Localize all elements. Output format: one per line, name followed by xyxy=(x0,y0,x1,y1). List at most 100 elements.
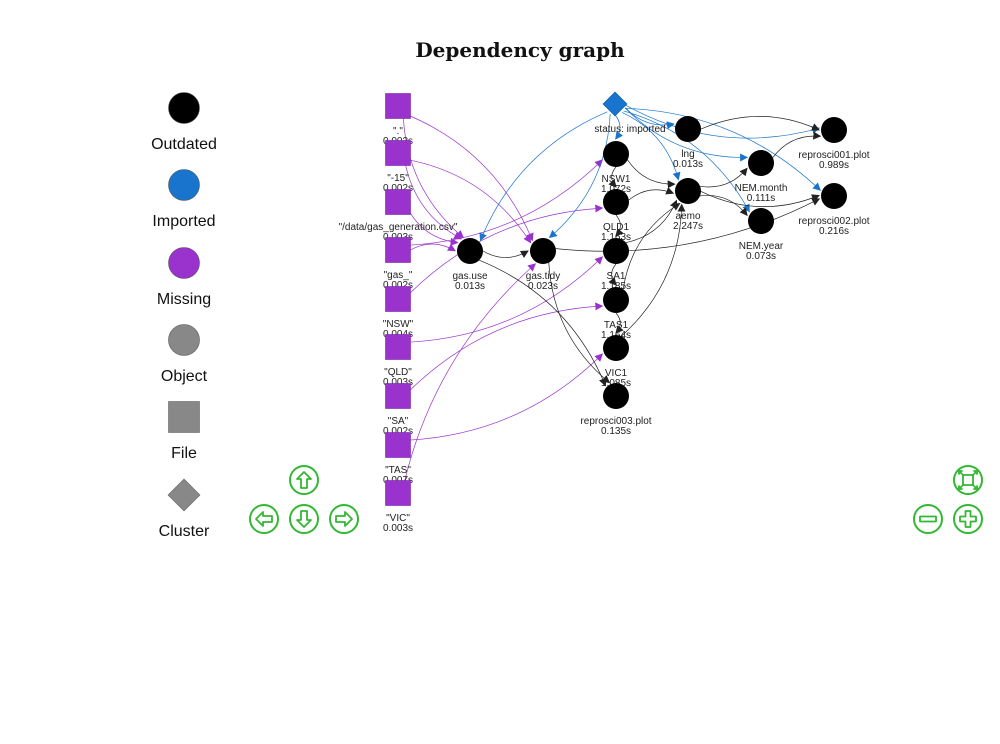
edge-dot-to-gastidy xyxy=(406,114,534,242)
node-label: "." xyxy=(393,126,403,137)
arrow-up-icon xyxy=(296,471,312,489)
node-qld_s[interactable]: "QLD"0.003s xyxy=(383,334,413,389)
nav-button-down[interactable] xyxy=(289,504,319,534)
nav-button-zoom-in[interactable] xyxy=(953,504,983,534)
node-square[interactable] xyxy=(385,480,411,506)
node-circle[interactable] xyxy=(457,238,483,264)
node-cluster[interactable]: status: imported xyxy=(594,91,666,135)
edge-qld1-to-aemo xyxy=(628,187,675,201)
node-square[interactable] xyxy=(385,189,411,215)
page-title: Dependency graph xyxy=(415,38,625,62)
node-circle[interactable] xyxy=(675,178,701,204)
node-gas_[interactable]: "gas_"0.002s xyxy=(383,237,413,292)
edge-gas_-to-gasuse xyxy=(409,243,456,252)
node-vic_s[interactable]: "VIC"0.003s xyxy=(383,480,413,535)
node-time: 0.135s xyxy=(601,426,631,437)
nav-button-right[interactable] xyxy=(329,504,359,534)
nav-button-ring[interactable] xyxy=(289,504,319,534)
node-diamond[interactable] xyxy=(602,91,628,117)
node-label: NEM.month xyxy=(735,183,788,194)
nav-button-up[interactable] xyxy=(289,465,319,495)
legend-item-object: Object xyxy=(161,324,208,385)
edge-m15-to-gasuse xyxy=(404,162,462,240)
node-circle[interactable] xyxy=(530,238,556,264)
legend-label: Missing xyxy=(157,291,211,308)
node-label: VIC1 xyxy=(605,368,628,379)
node-circle[interactable] xyxy=(603,189,629,215)
node-label: TAS1 xyxy=(604,320,629,331)
node-square[interactable] xyxy=(385,432,411,458)
legend-item-imported: Imported xyxy=(152,169,216,230)
node-square[interactable] xyxy=(385,334,411,360)
node-tas1[interactable]: TAS11.164s xyxy=(601,287,631,341)
node-label: "QLD" xyxy=(384,367,412,378)
edge-nsw_s-to-qld1 xyxy=(408,204,604,295)
navigation-controls[interactable] xyxy=(249,465,983,534)
legend-diamond xyxy=(167,478,201,512)
node-time: 0.073s xyxy=(746,251,776,262)
node-dot[interactable]: "."0.002s xyxy=(383,93,413,148)
node-nsw1[interactable]: NSW11.072s xyxy=(601,141,631,195)
node-square[interactable] xyxy=(385,237,411,263)
node-tas_s[interactable]: "TAS"0.007s xyxy=(383,432,413,487)
edge-gasuse-to-gastidy xyxy=(482,250,529,258)
nav-button-ring[interactable] xyxy=(953,504,983,534)
node-circle[interactable] xyxy=(603,141,629,167)
nav-button-fit[interactable] xyxy=(953,465,983,495)
node-sa_s[interactable]: "SA"0.002s xyxy=(383,383,413,438)
edge-cluster-to-nemyear xyxy=(623,110,750,213)
node-square[interactable] xyxy=(385,93,411,119)
node-vic1[interactable]: VIC11.085s xyxy=(601,335,631,389)
nav-button-ring[interactable] xyxy=(329,504,359,534)
edge-gastidy-to-plot3 xyxy=(548,262,611,384)
node-circle[interactable] xyxy=(675,116,701,142)
nav-button-left[interactable] xyxy=(249,504,279,534)
node-circle[interactable] xyxy=(603,238,629,264)
edge-qld_s-to-sa1 xyxy=(408,256,604,343)
node-label: aemo xyxy=(675,211,700,222)
edge-lng-to-plot1 xyxy=(700,116,820,131)
node-csv[interactable]: "/data/gas_generation.csv"0.003s xyxy=(339,189,458,244)
nav-button-ring[interactable] xyxy=(289,465,319,495)
edge-gasuse-to-plot3 xyxy=(479,259,607,387)
node-circle[interactable] xyxy=(748,208,774,234)
edge-cluster-to-plot1 xyxy=(625,104,821,139)
node-nsw_s[interactable]: "NSW"0.004s xyxy=(383,286,414,341)
edge-csv-to-gasuse xyxy=(407,208,459,246)
node-circle[interactable] xyxy=(748,150,774,176)
node-time: 0.216s xyxy=(819,226,849,237)
edge-cluster-to-plot2 xyxy=(625,107,821,191)
node-time: 0.002s xyxy=(383,280,413,291)
nav-button-ring[interactable] xyxy=(249,504,279,534)
node-circle[interactable] xyxy=(603,335,629,361)
node-circle[interactable] xyxy=(603,383,629,409)
edge-tas1-to-vic1 xyxy=(615,312,624,334)
node-circle[interactable] xyxy=(821,183,847,209)
node-square[interactable] xyxy=(385,383,411,409)
node-square[interactable] xyxy=(385,140,411,166)
nav-button-ring[interactable] xyxy=(953,465,983,495)
nav-button-ring[interactable] xyxy=(913,504,943,534)
nav-button-zoom-out[interactable] xyxy=(913,504,943,534)
node-label: reprosci001.plot xyxy=(798,150,869,161)
node-circle[interactable] xyxy=(603,287,629,313)
graph-nodes[interactable]: "."0.002s"-15"0.002s"/data/gas_generatio… xyxy=(339,91,870,535)
node-m15[interactable]: "-15"0.002s xyxy=(383,140,413,195)
edge-sa1-to-tas1 xyxy=(608,263,617,286)
node-circle[interactable] xyxy=(821,117,847,143)
edge-cluster-to-gasuse xyxy=(479,111,608,242)
node-square[interactable] xyxy=(385,286,411,312)
